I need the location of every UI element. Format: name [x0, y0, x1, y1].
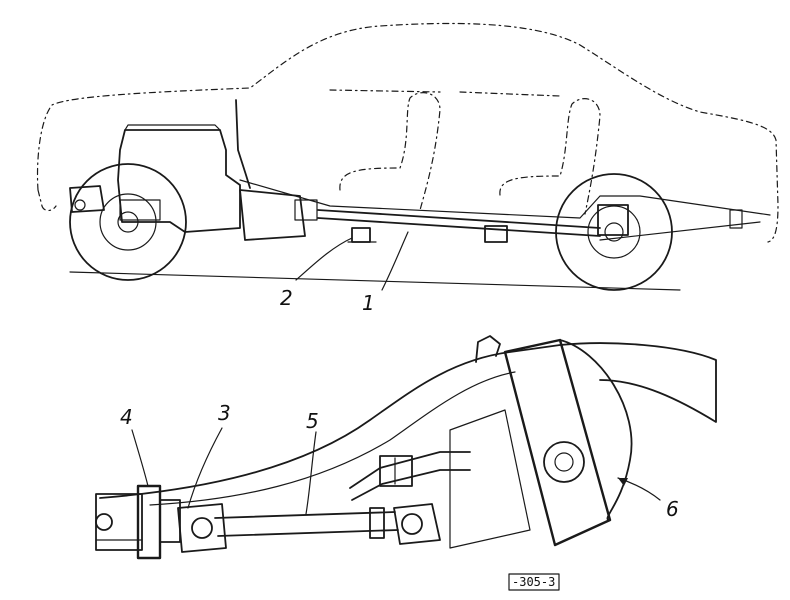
callout-2: 2 — [280, 286, 293, 310]
intermediate-support — [347, 227, 377, 243]
callout-3: 3 — [218, 401, 231, 425]
frame-member — [99, 342, 717, 499]
frame-rail — [239, 179, 771, 241]
rear-axle-housing — [449, 338, 633, 549]
front-seat — [339, 92, 441, 211]
callout-6: 6 — [666, 497, 679, 521]
rear-seat — [499, 98, 601, 215]
figure-tag: -305-3 — [508, 573, 560, 591]
leader-4 — [131, 429, 149, 487]
diagonal-shaft — [349, 451, 471, 501]
top-bracket — [475, 335, 501, 363]
car-window-line — [329, 89, 561, 97]
flange-coupling — [95, 484, 181, 560]
front-bumper — [69, 185, 105, 213]
callout-4: 4 — [120, 405, 133, 429]
gearbox — [239, 189, 318, 241]
rear-axle — [597, 204, 743, 236]
rear-universal-joint — [393, 503, 441, 545]
rear-wheel — [555, 173, 673, 291]
leader-1 — [381, 231, 409, 291]
car-body-outline — [36, 22, 779, 243]
drive-assembly-detail — [95, 335, 717, 560]
front-universal-joint — [177, 503, 227, 553]
main-shaft — [214, 507, 399, 539]
leader-3 — [187, 427, 223, 509]
leader-2 — [295, 237, 353, 281]
callout-1: 1 — [362, 291, 375, 315]
leader-5 — [305, 431, 317, 515]
ground-line — [69, 271, 681, 291]
callout-5: 5 — [306, 409, 319, 433]
front-wheel — [69, 163, 187, 281]
propeller-shaft — [317, 209, 601, 237]
engine-block — [117, 124, 241, 233]
car-side-view — [36, 22, 779, 291]
gear-lever — [235, 99, 251, 189]
svg-text:-305-3: -305-3 — [512, 575, 555, 589]
